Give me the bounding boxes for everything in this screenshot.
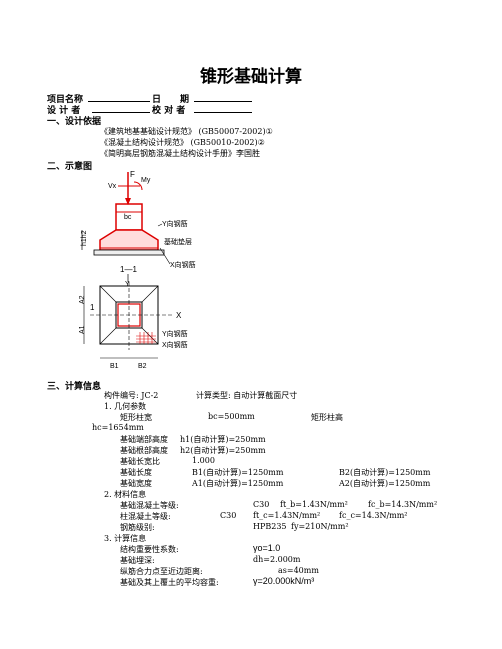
fc-grade: C30	[253, 500, 270, 509]
label-bc: bc	[124, 214, 132, 221]
designer-field[interactable]	[92, 103, 150, 113]
checker-field[interactable]	[194, 103, 252, 113]
col-height-label: 矩形柱高	[311, 413, 343, 422]
label-A2: A2	[79, 295, 86, 304]
b1-value: B1(自动计算)=1250mm	[192, 468, 284, 477]
date-field[interactable]	[194, 92, 252, 102]
gamma0-label: 结构重要性系数:	[120, 545, 179, 554]
ratio-value: 1.000	[192, 456, 215, 465]
ratio-label: 基础长宽比	[120, 457, 160, 466]
a2-value: A2(自动计算)=1250mm	[339, 479, 431, 488]
label-My: My	[141, 177, 151, 184]
label-section: 1—1	[120, 265, 137, 274]
label-Y: Y	[125, 281, 130, 288]
label-plan-x-rebar: X向钢筋	[162, 340, 188, 349]
gamma-value: γ=20.000kN/m³	[253, 576, 315, 586]
subsection-calc: 3. 计算信息	[104, 534, 147, 543]
label-F: F	[130, 170, 135, 179]
depth-label: 基础埋深:	[120, 556, 155, 565]
label-B1: B1	[110, 363, 119, 370]
steel-grade: HPB235	[253, 522, 287, 531]
label-y-rebar: Y向钢筋	[162, 219, 188, 228]
project-name-label: 项目名称	[47, 95, 84, 105]
label-x-rebar: X向钢筋	[170, 260, 196, 269]
reference-item: 《简明高层钢筋混凝土结构设计手册》李国胜	[100, 149, 260, 158]
page-title: 锥形基础计算	[200, 67, 302, 87]
fc-fc: fc_b=14.3N/mm²	[368, 500, 438, 509]
label-plan-y-rebar: Y向钢筋	[162, 329, 188, 338]
elevation-view: F Vx My bc h1h2 Y向钢筋 基础垫层 X向钢筋	[81, 170, 196, 269]
b2-value: B2(自动计算)=1250mm	[339, 468, 431, 477]
subsection-material: 2. 材料信息	[104, 490, 147, 499]
h2-label: 基础根部高度	[120, 446, 168, 455]
col-fc: fc_c=14.3N/mm²	[339, 511, 408, 520]
label-X: X	[176, 311, 182, 320]
h1-value: h1(自动计算)=250mm	[180, 435, 266, 444]
col-concrete-label: 柱混凝土等级:	[120, 512, 171, 521]
col-concrete-grade: C30	[220, 511, 237, 520]
designer-label: 设 计 者	[47, 106, 81, 116]
label-B2: B2	[138, 363, 147, 370]
checker-label: 校 对 者	[152, 106, 186, 116]
section-1-title: 一、设计依据	[47, 117, 102, 127]
label-pad: 基础垫层	[164, 237, 192, 246]
depth-value: dh=2.000m	[253, 555, 301, 564]
col-width-value: bc=500mm	[208, 412, 255, 421]
h1-label: 基础端部高度	[120, 435, 168, 444]
col-width-label: 矩形柱宽	[120, 413, 152, 422]
section-2-title: 二、示意图	[47, 162, 93, 172]
col-height-value: hc=1654mm	[92, 423, 144, 432]
reference-item: 《建筑地基基础设计规范》 (GB50007-2002)①	[100, 127, 273, 136]
section-3-title: 三、计算信息	[47, 382, 102, 392]
subsection-geometry: 1. 几何参数	[104, 402, 147, 411]
steel-fy: fy=210N/mm²	[291, 522, 349, 531]
a1-value: A1(自动计算)=1250mm	[192, 479, 284, 488]
col-ft: ft_c=1.43N/mm²	[253, 511, 321, 520]
gamma-label: 基础及其上覆土的平均容重:	[120, 578, 219, 587]
as-label: 纵筋合力点至近边距离:	[120, 567, 203, 576]
reference-item: 《混凝土结构设计规范》 (GB50010-2002)②	[100, 138, 265, 147]
foundation-diagram: F Vx My bc h1h2 Y向钢筋 基础垫层 X向钢筋 1—1 Y	[79, 170, 196, 370]
label-h1h2: h1h2	[81, 230, 88, 246]
component-code: 构件编号: JC-2	[104, 391, 159, 400]
date-label-1: 日	[152, 95, 162, 105]
project-name-field[interactable]	[88, 92, 150, 102]
length-label: 基础长度	[120, 468, 152, 477]
h2-value: h2(自动计算)=250mm	[180, 446, 266, 455]
label-section-mark: 1	[90, 303, 95, 312]
calc-type: 计算类型: 自动计算截面尺寸	[196, 391, 298, 400]
gamma0-value: γo=1.0	[253, 543, 281, 553]
fc-ft: ft_b=1.43N/mm²	[280, 500, 348, 509]
fc-label: 基础混凝土等级:	[120, 501, 179, 510]
steel-label: 钢筋级别:	[120, 523, 155, 532]
label-A1: A1	[79, 325, 86, 334]
plan-view: X 1 Y向钢筋 X向钢筋 A2 A1 B1 B2	[79, 282, 188, 370]
date-label-2: 期	[180, 95, 190, 105]
label-Vx: Vx	[108, 183, 117, 190]
as-value: as=40mm	[278, 566, 319, 575]
width-label: 基础宽度	[120, 479, 152, 488]
